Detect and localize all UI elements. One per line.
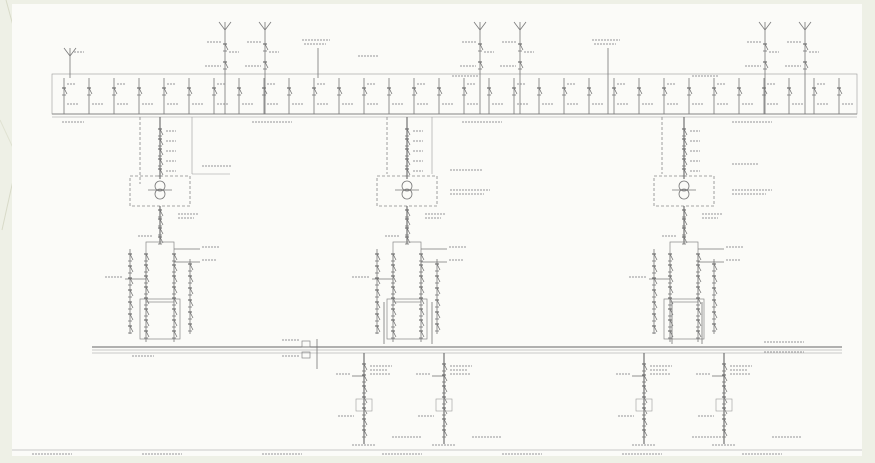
feeder-bay bbox=[237, 78, 254, 114]
incoming-feeder bbox=[745, 21, 779, 114]
outgoing-feeder bbox=[416, 353, 472, 446]
feeder-bay bbox=[112, 78, 129, 114]
top-labels bbox=[302, 39, 718, 114]
outgoing-feeder bbox=[696, 353, 752, 446]
feeder-bay bbox=[312, 78, 329, 114]
feeder-bay bbox=[337, 78, 354, 114]
feeder-bay bbox=[712, 78, 729, 114]
riser-right bbox=[629, 117, 744, 342]
feeder-bay bbox=[637, 78, 654, 114]
feeder-bay bbox=[137, 78, 154, 114]
feeder-bay bbox=[562, 78, 579, 114]
riser-center bbox=[352, 117, 467, 342]
feeder-bay bbox=[412, 78, 429, 114]
feeder-bay bbox=[387, 78, 404, 114]
feeder-bay bbox=[187, 78, 204, 114]
feeder-bay bbox=[762, 78, 779, 114]
feeder-bay bbox=[362, 78, 379, 114]
lower-outgoing-feeders bbox=[336, 302, 802, 446]
incoming-feeder bbox=[63, 47, 84, 78]
feeder-bay bbox=[62, 78, 79, 114]
incoming-feeder bbox=[460, 21, 494, 114]
feeder-bay bbox=[437, 78, 454, 114]
feeder-bay bbox=[737, 78, 754, 114]
feeder-bay bbox=[162, 78, 179, 114]
feeder-bay bbox=[837, 78, 854, 114]
single-line-diagram bbox=[12, 21, 862, 455]
lower-busbar bbox=[92, 339, 842, 369]
feeder-bay bbox=[787, 78, 804, 114]
feeder-bay bbox=[512, 78, 529, 114]
upper-busbar bbox=[51, 73, 858, 123]
feeder-bay bbox=[287, 78, 304, 114]
feeder-bay bbox=[87, 78, 104, 114]
feeder-bay bbox=[612, 78, 629, 114]
outgoing-feeder bbox=[616, 353, 672, 446]
incoming-feeder bbox=[245, 21, 279, 114]
feeder-bay bbox=[537, 78, 554, 114]
incoming-feeders bbox=[63, 21, 819, 114]
incoming-feeder bbox=[205, 21, 239, 114]
schematic-sheet bbox=[12, 4, 862, 456]
incoming-feeder bbox=[785, 21, 819, 114]
feeder-bay bbox=[262, 78, 279, 114]
feeder-bay bbox=[687, 78, 704, 114]
riser-left bbox=[105, 117, 220, 342]
feeder-bay bbox=[662, 78, 679, 114]
feeder-bay bbox=[212, 78, 229, 114]
feeder-bay bbox=[812, 78, 829, 114]
feeder-bay bbox=[587, 78, 604, 114]
sheet-border bbox=[12, 449, 862, 455]
riser-connectors bbox=[139, 117, 772, 195]
feeder-bay bbox=[462, 78, 479, 114]
bus-coupler bbox=[301, 339, 318, 369]
feeder-bay bbox=[487, 78, 504, 114]
outgoing-feeder bbox=[336, 353, 392, 446]
upper-feeder-bays bbox=[62, 78, 854, 114]
incoming-feeder bbox=[500, 21, 534, 114]
